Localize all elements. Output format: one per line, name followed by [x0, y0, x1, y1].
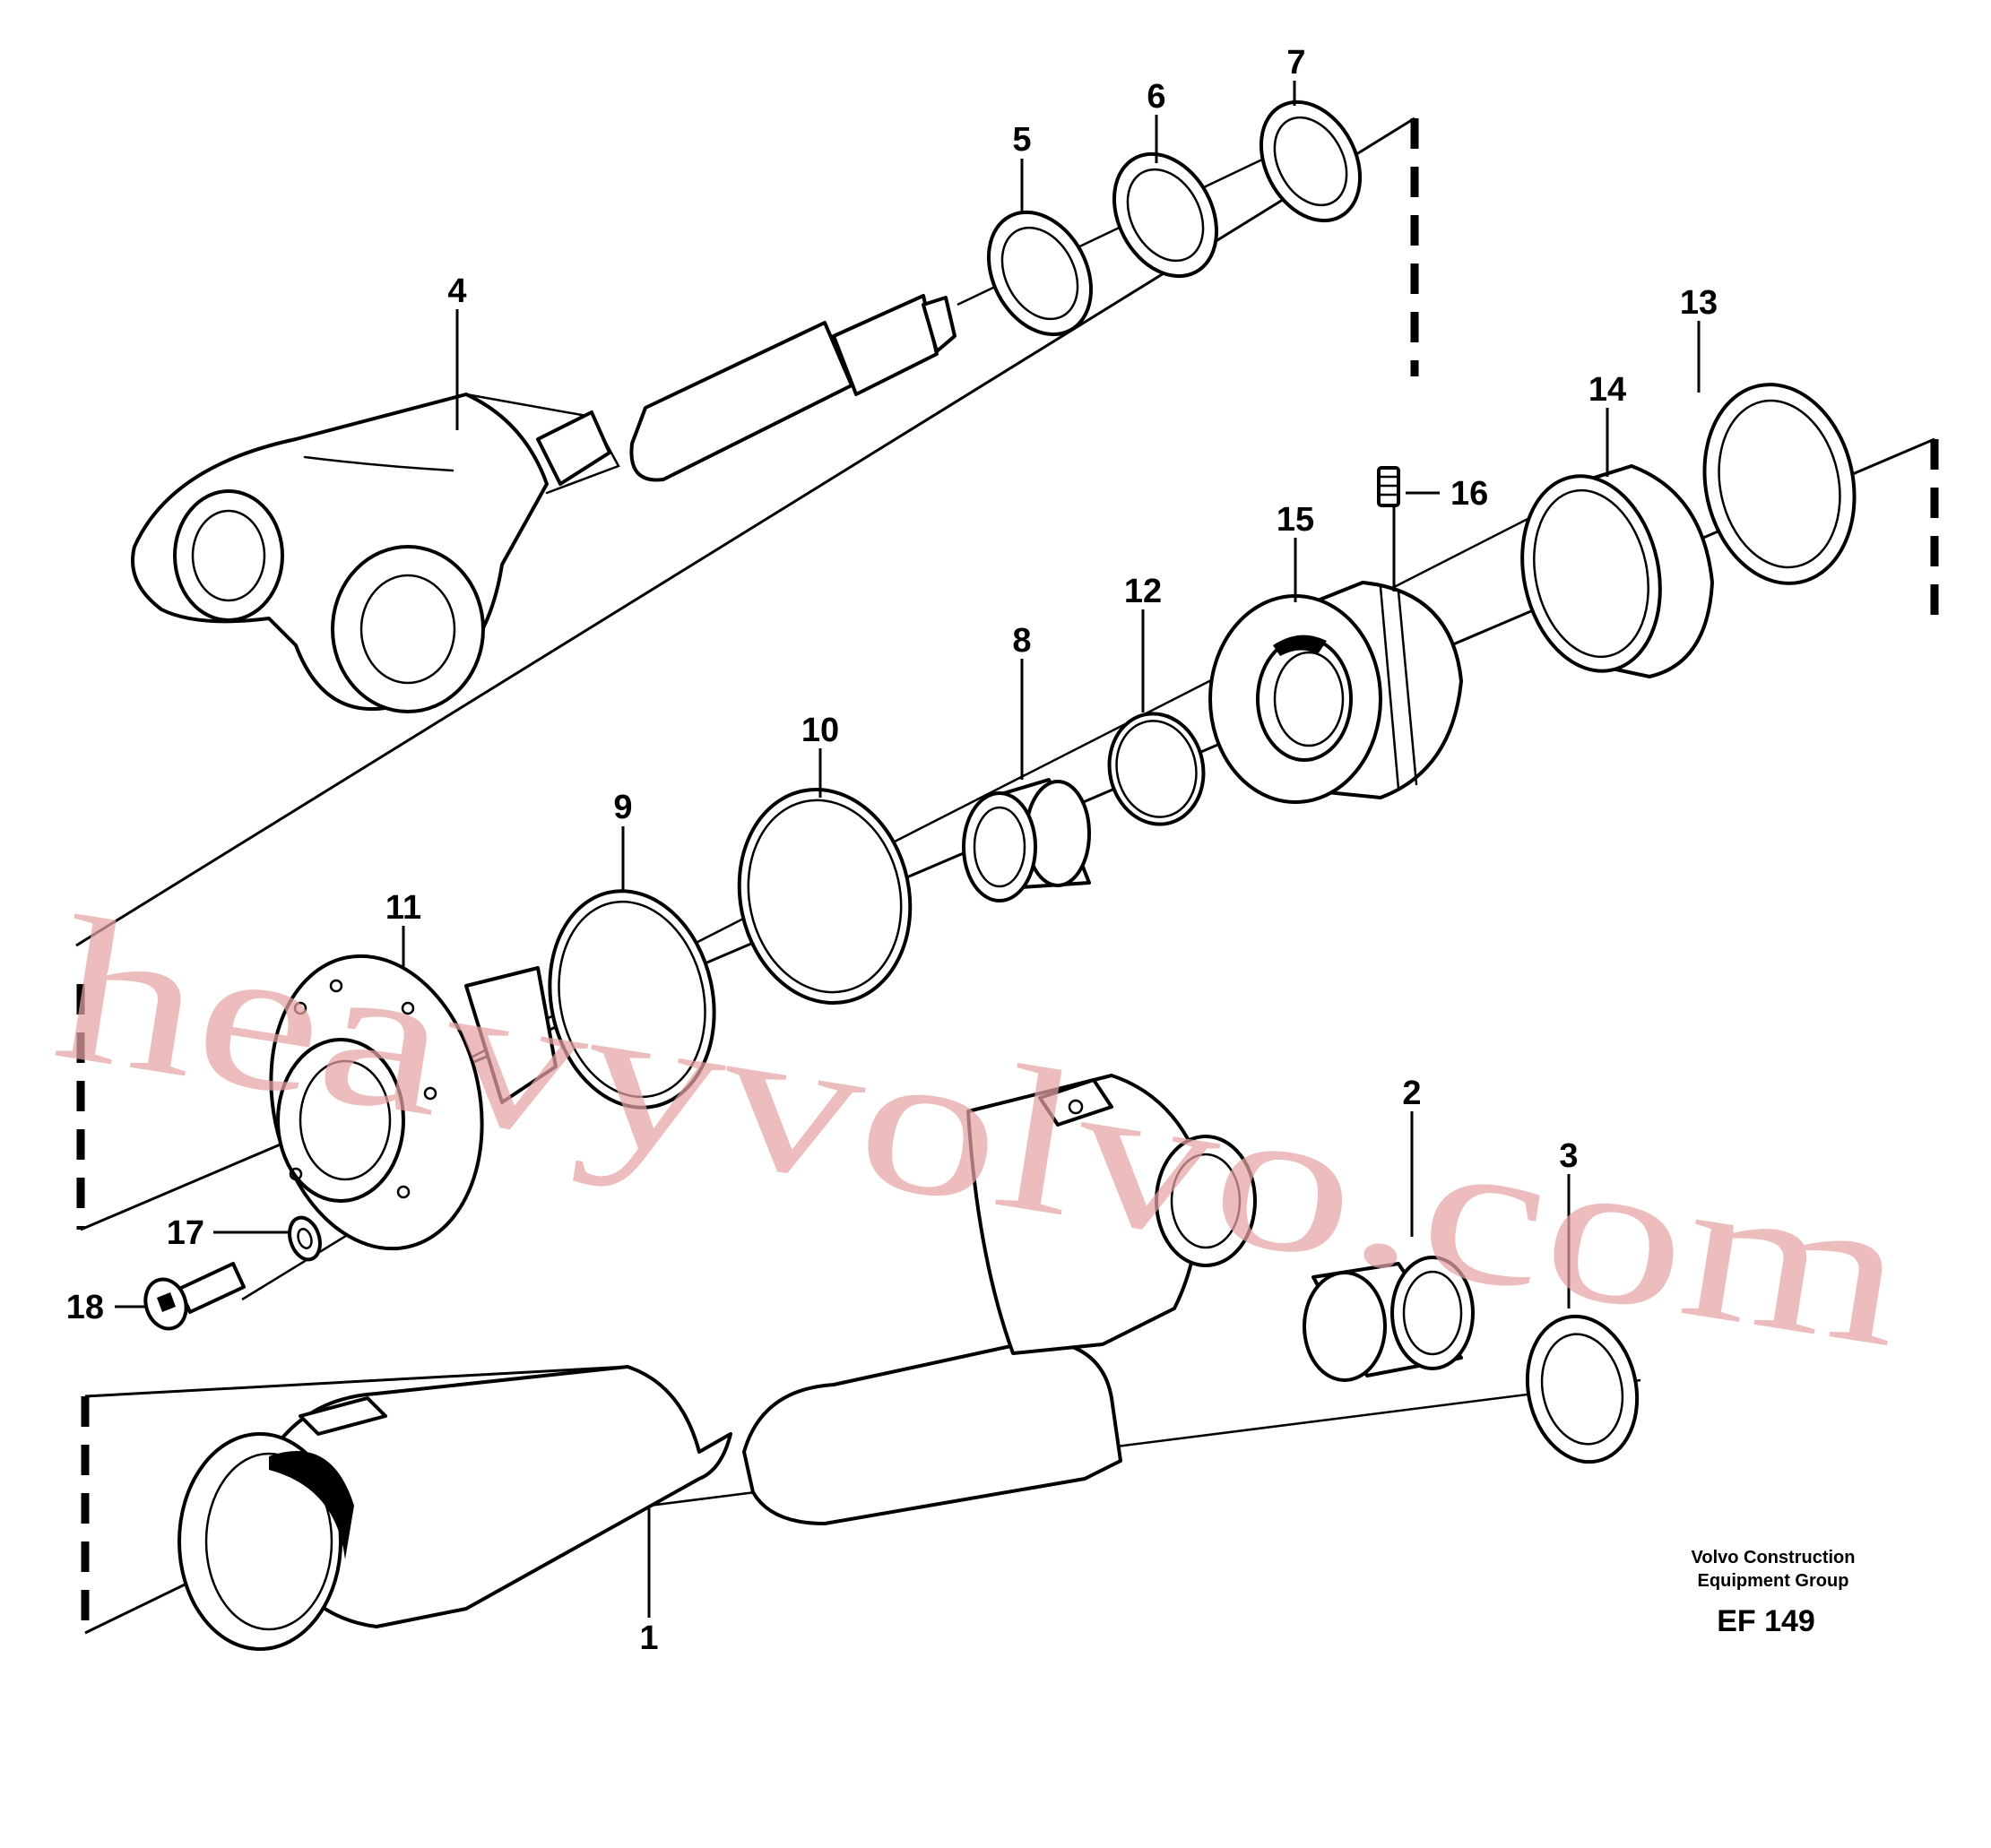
- callout-12: 12: [1124, 573, 1162, 610]
- callout-13: 13: [1680, 284, 1718, 322]
- set-screw: [1377, 466, 1400, 507]
- leader-lines: [115, 81, 1701, 1618]
- cylinder-head: [269, 954, 558, 1251]
- credit-line-1: Volvo Construction: [1692, 1548, 1856, 1567]
- spacer-sleeve: [962, 778, 1091, 902]
- callout-3: 3: [1559, 1137, 1578, 1175]
- callout-11: 11: [385, 889, 421, 927]
- callout-5: 5: [1012, 121, 1031, 159]
- guide-sleeve: [1520, 464, 1714, 678]
- piston-rod-eye: [131, 294, 957, 713]
- callout-4: 4: [447, 272, 466, 310]
- piston: [1208, 581, 1463, 804]
- callout-2: 2: [1402, 1075, 1421, 1112]
- callout-14: 14: [1588, 371, 1626, 409]
- washer: [288, 1215, 322, 1262]
- cylinder-tube: [177, 1074, 1257, 1651]
- bearing-seal-ring: [1525, 1314, 1640, 1464]
- credit-line-2: Equipment Group: [1698, 1571, 1849, 1591]
- callout-9: 9: [613, 789, 632, 826]
- drawing-code: EF 149: [1717, 1604, 1815, 1638]
- bushing: [1303, 1256, 1475, 1382]
- callout-7: 7: [1286, 44, 1305, 82]
- socket-head-bolt: [143, 1262, 246, 1331]
- watermark: heavyvolvo.com: [43, 873, 1920, 1390]
- callout-6: 6: [1147, 78, 1165, 116]
- o-ring-9: [548, 889, 716, 1110]
- callout-labels: 1 2 3 4 5 6 7 8 9 10 11 12 13 14 15 16 1…: [66, 44, 1718, 1657]
- o-ring-10: [737, 788, 913, 1005]
- credit-block: Volvo Construction Equipment Group EF 14…: [1692, 1548, 1856, 1638]
- o-ring-12: [1107, 712, 1206, 826]
- callout-16: 16: [1450, 475, 1488, 513]
- callout-18: 18: [66, 1289, 104, 1326]
- seal-ring-5: [986, 210, 1094, 337]
- callout-10: 10: [801, 712, 839, 749]
- callout-8: 8: [1012, 622, 1031, 660]
- seal-ring-6: [1112, 151, 1219, 279]
- seal-ring-7: [1259, 99, 1363, 223]
- callout-15: 15: [1277, 501, 1314, 539]
- callout-1: 1: [639, 1619, 658, 1657]
- wiper-ring: [1702, 383, 1857, 585]
- callout-17: 17: [167, 1214, 204, 1252]
